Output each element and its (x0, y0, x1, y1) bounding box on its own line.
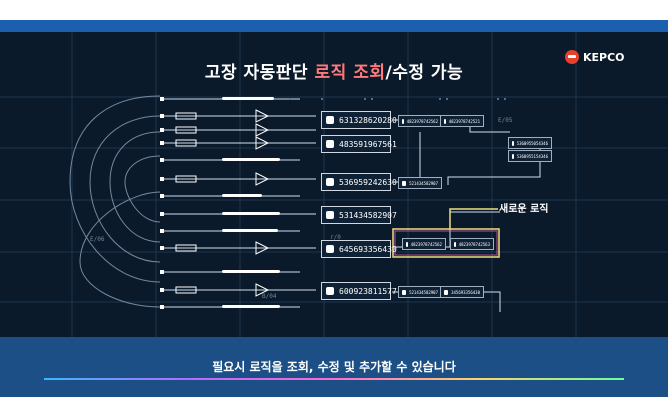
node-icon (402, 289, 407, 295)
rainbow-underline (44, 378, 624, 380)
small-logic-node[interactable]: 4823978742521 (440, 115, 484, 127)
kepco-logo: KEPCO (565, 50, 625, 64)
small-logic-node[interactable]: 521434582907 (398, 177, 442, 189)
node-icon (402, 118, 404, 124)
caption-band (0, 337, 668, 397)
small-logic-node[interactable]: 521434582907 (398, 286, 442, 298)
node-icon (326, 116, 334, 124)
logic-node[interactable]: 483591967561 (321, 135, 397, 153)
title-part1: 고장 자동판단 (204, 63, 315, 83)
new-logic-node[interactable]: 4823978742562 (402, 238, 446, 250)
page-title: 고장 자동판단 로직 조회/수정 가능 (0, 58, 668, 83)
node-icon (402, 180, 407, 186)
small-logic-node[interactable]: 4823978742562 (398, 115, 442, 127)
logic-node[interactable]: 531434582907 (321, 206, 397, 224)
small-logic-node[interactable]: 5360955154346 (508, 150, 552, 162)
node-icon (326, 178, 334, 186)
grid-label: r/0 (330, 234, 341, 241)
new-logic-callout: 새로운 로직 (499, 204, 549, 215)
node-icon (444, 289, 449, 295)
grid-label: E/06 (90, 236, 105, 243)
logo-text: KEPCO (583, 50, 625, 64)
top-band (0, 20, 668, 32)
node-icon (444, 118, 446, 124)
logic-node[interactable]: 600923811577 (321, 282, 397, 300)
node-icon (512, 153, 514, 159)
grid-label: E/05 (498, 117, 513, 124)
logic-node[interactable]: 536959242630 (321, 173, 397, 191)
grid-label: B/04 (262, 293, 277, 300)
small-logic-node[interactable]: 5360955054346 (508, 137, 552, 149)
node-icon (326, 287, 334, 295)
logic-diagram-scene: E/05 E/06 r/0 B/04 고장 자동판단 로직 조회/수정 가능 K… (0, 32, 668, 337)
node-icon (326, 245, 334, 253)
new-logic-node[interactable]: 4823978742563 (450, 238, 494, 250)
title-highlight: 로직 조회 (314, 63, 386, 83)
node-icon (512, 140, 514, 146)
node-icon (406, 241, 408, 247)
subtitle-caption: 필요시 로직을 조회, 수정 및 추가할 수 있습니다 (212, 360, 456, 374)
logic-node[interactable]: 631328620280 (321, 111, 397, 129)
small-logic-node[interactable]: 345693356430 (440, 286, 484, 298)
title-part2: /수정 가능 (385, 63, 464, 83)
node-icon (454, 241, 456, 247)
kepco-logo-icon (565, 50, 579, 64)
node-icon (326, 211, 334, 219)
logic-node[interactable]: 645693356430 (321, 240, 397, 258)
node-icon (326, 140, 334, 148)
